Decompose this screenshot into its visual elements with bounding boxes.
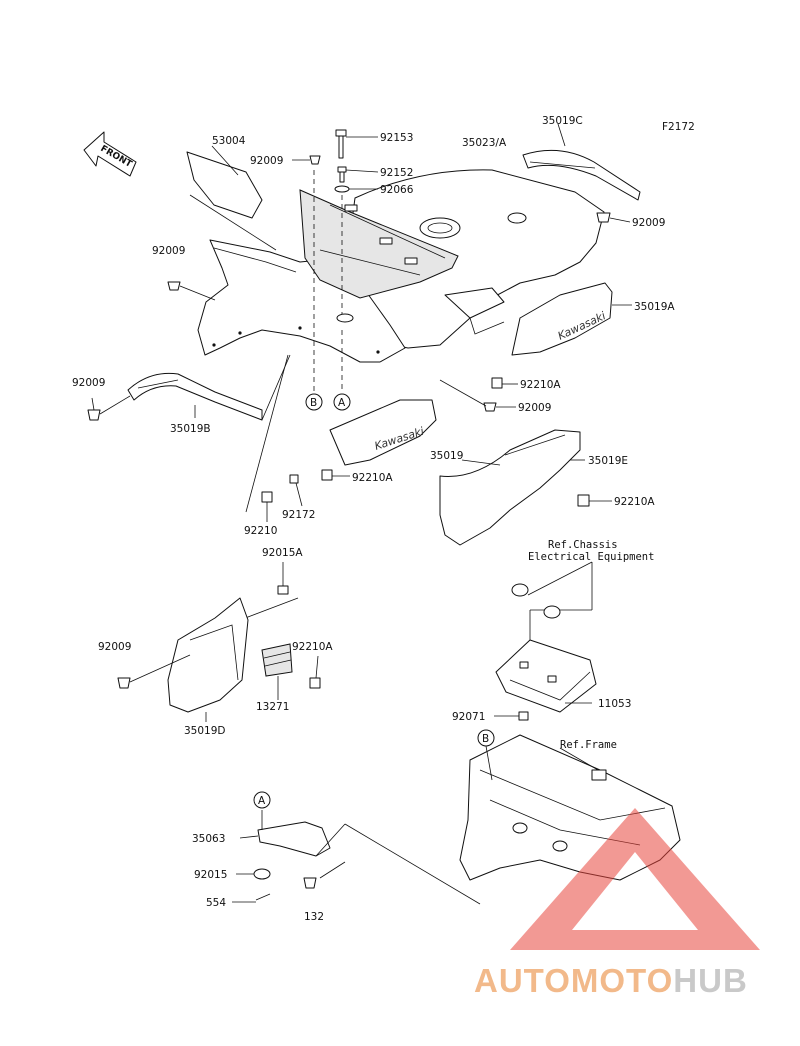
part-11053-bracket bbox=[495, 639, 597, 713]
label-92210A-upper: 92210A bbox=[520, 379, 561, 391]
part-35019B-trim bbox=[127, 372, 263, 421]
marker-a-lower: A bbox=[253, 791, 271, 809]
label-11053: 11053 bbox=[598, 698, 631, 710]
label-35019E: 35019E bbox=[588, 455, 628, 467]
chassis-reference-leaders bbox=[511, 561, 593, 640]
svg-text:B: B bbox=[482, 733, 489, 745]
label-92071: 92071 bbox=[452, 711, 485, 723]
part-center-bracket bbox=[299, 189, 459, 299]
part-35019E-skirt bbox=[439, 429, 585, 546]
nut-92015 bbox=[236, 868, 271, 880]
label-92009-left: 92009 bbox=[152, 245, 185, 257]
label-92153: 92153 bbox=[380, 132, 413, 144]
label-92009-mid: 92009 bbox=[518, 402, 551, 414]
label-35019A: 35019A bbox=[634, 301, 675, 313]
part-35019D-inner-guard bbox=[167, 597, 249, 722]
label-92015A: 92015A bbox=[262, 547, 303, 559]
label-92210A-right: 92210A bbox=[614, 496, 655, 508]
watermark-text-part2: HUB bbox=[673, 962, 748, 999]
part-13271-bracket bbox=[261, 643, 293, 700]
label-92009-top: 92009 bbox=[250, 155, 283, 167]
marker-b-upper: B bbox=[305, 393, 323, 411]
clip-92009-top bbox=[292, 155, 321, 393]
part-53004-cover bbox=[186, 145, 277, 251]
pin-554 bbox=[232, 893, 271, 903]
ref-chassis-line2: Electrical Equipment bbox=[528, 551, 654, 563]
label-35063: 35063 bbox=[192, 833, 225, 845]
watermark-triangle-icon bbox=[510, 808, 760, 950]
label-92066: 92066 bbox=[380, 184, 414, 196]
clip-92009-left bbox=[167, 281, 216, 301]
label-554: 554 bbox=[206, 897, 226, 909]
label-92009-lower: 92009 bbox=[98, 641, 131, 653]
ref-frame: Ref.Frame bbox=[560, 739, 617, 751]
clip-92009-far-left bbox=[87, 395, 131, 421]
nut-92210A-right bbox=[577, 494, 612, 507]
label-35019: 35019 bbox=[430, 450, 463, 462]
part-35019C-trim bbox=[522, 123, 641, 201]
fasteners-92210-92172 bbox=[245, 354, 303, 522]
svg-text:B: B bbox=[310, 397, 317, 409]
clip-132 bbox=[303, 877, 317, 889]
label-35019D: 35019D bbox=[184, 725, 226, 737]
label-92009-far-left: 92009 bbox=[72, 377, 105, 389]
nut-92210A-lower bbox=[309, 655, 321, 689]
part-35019A-side-cover: Kawasaki bbox=[511, 282, 632, 356]
nut-92015A bbox=[239, 562, 299, 621]
nut-92071 bbox=[494, 711, 529, 721]
label-35019B: 35019B bbox=[170, 423, 211, 435]
label-35023A: 35023/A bbox=[462, 137, 507, 149]
nut-92210A-upper bbox=[491, 377, 518, 389]
nut-92210A-middle bbox=[321, 469, 350, 481]
figure-id: F2172 bbox=[662, 121, 695, 133]
label-92015: 92015 bbox=[194, 869, 227, 881]
watermark-logo bbox=[510, 808, 760, 950]
front-arrow: FRONT bbox=[83, 131, 137, 177]
clip-92009-lower bbox=[117, 654, 191, 689]
bolt-stack bbox=[334, 129, 379, 393]
part-35063-bracket bbox=[239, 810, 481, 905]
label-35019C: 35019C bbox=[542, 115, 583, 127]
label-92210A-middle: 92210A bbox=[352, 472, 393, 484]
label-92152: 92152 bbox=[380, 167, 413, 179]
label-92210: 92210 bbox=[244, 525, 277, 537]
svg-text:A: A bbox=[338, 397, 346, 409]
label-53004: 53004 bbox=[212, 135, 246, 147]
label-92009-right: 92009 bbox=[632, 217, 665, 229]
marker-b-frame: B bbox=[477, 729, 495, 781]
marker-a-upper: A bbox=[333, 393, 351, 411]
ref-chassis-line1: Ref.Chassis bbox=[548, 539, 618, 551]
watermark-text-part1: AUTOMOTO bbox=[474, 962, 674, 999]
svg-text:A: A bbox=[258, 795, 266, 807]
clip-92009-mid bbox=[439, 379, 516, 412]
part-lower-side-panel: Kawasaki bbox=[329, 399, 437, 466]
label-92172: 92172 bbox=[282, 509, 315, 521]
watermark-text: AUTOMOTOHUB bbox=[474, 962, 748, 1000]
label-92210A-lower: 92210A bbox=[292, 641, 333, 653]
label-13271: 13271 bbox=[256, 701, 289, 713]
clip-92009-right bbox=[596, 212, 631, 223]
label-132: 132 bbox=[304, 911, 324, 923]
